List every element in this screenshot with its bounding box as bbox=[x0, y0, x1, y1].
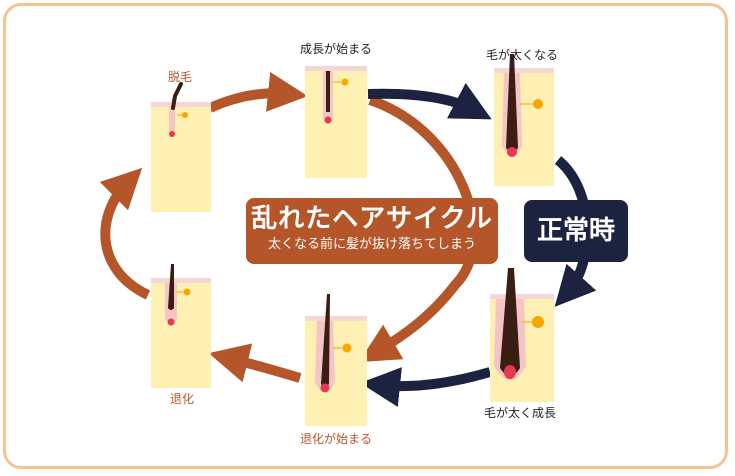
follicle-regression bbox=[151, 264, 211, 388]
label-growth-start: 成長が始まる bbox=[299, 42, 373, 56]
follicle-thickening bbox=[494, 54, 554, 186]
follicle-shedding bbox=[151, 82, 211, 212]
label-regression: 退化 bbox=[169, 392, 195, 406]
arrow-shedding-to-growth bbox=[207, 72, 308, 113]
label-thickening: 毛が太くなる bbox=[485, 48, 559, 62]
normal-cycle-box: 正常時 bbox=[524, 200, 628, 262]
follicle-growth-start bbox=[305, 66, 367, 178]
arrow-regression-start-to-regression bbox=[208, 343, 302, 383]
label-shedding: 脱毛 bbox=[167, 70, 193, 84]
arrow-growth-to-regression-start bbox=[358, 95, 479, 363]
irregular-cycle-box: 乱れたヘアサイクル 太くなる前に髪が抜け落ちてしまう bbox=[246, 198, 498, 264]
arrow-growth-to-thickening bbox=[367, 82, 492, 120]
normal-cycle-title: 正常時 bbox=[536, 216, 615, 246]
arrow-thick-growth-to-regression-start bbox=[360, 367, 492, 407]
follicle-regression-start bbox=[305, 294, 367, 426]
arrow-regression-to-shedding bbox=[99, 167, 151, 300]
irregular-cycle-subtitle: 太くなる前に髪が抜け落ちてしまう bbox=[267, 237, 476, 252]
irregular-cycle-title: 乱れたヘアサイクル bbox=[251, 204, 493, 234]
label-thick-growth: 毛が太く成長 bbox=[483, 406, 557, 420]
label-regression-start: 退化が始まる bbox=[299, 432, 373, 446]
follicle-thick-growth bbox=[490, 268, 554, 402]
